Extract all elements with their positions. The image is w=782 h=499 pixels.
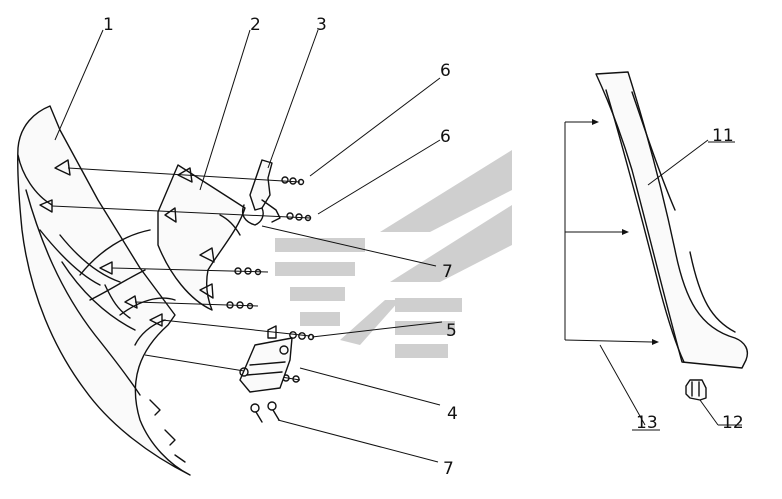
callout-7-upper: 7	[442, 262, 453, 282]
callout-7-lower: 7	[443, 459, 454, 479]
callout-4: 4	[447, 404, 458, 424]
callout-2: 2	[250, 15, 261, 35]
part-1-bumper-body	[17, 105, 191, 476]
callout-6-upper: 6	[440, 61, 451, 81]
part-7-screws	[250, 401, 280, 423]
part-2-mounting-plate	[157, 164, 246, 311]
bolt-row	[226, 176, 315, 383]
part-13-bracket-leader	[564, 119, 659, 345]
part-12-clip	[685, 379, 707, 401]
callout-3: 3	[316, 15, 327, 35]
leader-lines	[54, 29, 742, 463]
callout-labels: 1 2 3 6 6 7 5 4 7 11 12 13	[103, 15, 744, 479]
part-3-bracket	[241, 159, 281, 226]
callout-6-lower: 6	[440, 127, 451, 147]
callout-5: 5	[446, 321, 457, 341]
callout-13: 13	[636, 413, 658, 433]
callout-11: 11	[712, 126, 734, 146]
watermark-logo	[275, 150, 512, 358]
callout-1: 1	[103, 15, 114, 35]
part-11-side-trim	[595, 71, 749, 369]
callout-12: 12	[722, 413, 744, 433]
part-4-hinge-plate	[239, 337, 293, 393]
